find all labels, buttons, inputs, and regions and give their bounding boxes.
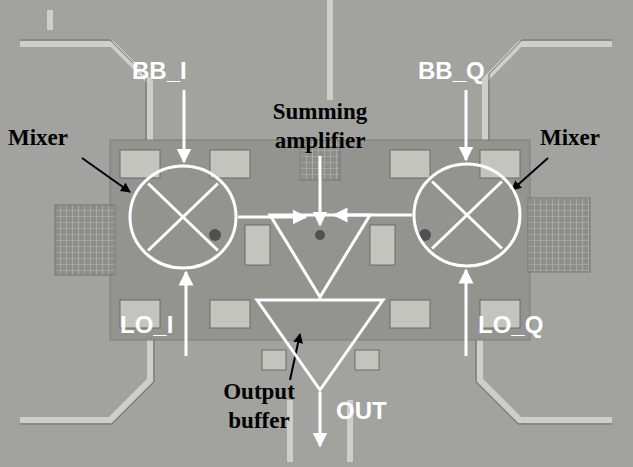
amplifier-triangle: Output buffer xyxy=(255,298,385,392)
part-heading: Mixer xyxy=(540,124,630,153)
signal-name: OUT xyxy=(336,398,387,424)
node-outline xyxy=(412,162,522,268)
mixer-circle: Mixer xyxy=(128,164,238,270)
signal-name: BB_Q xyxy=(418,58,485,84)
mixer-circle: Mixer xyxy=(412,162,522,268)
node-outline xyxy=(255,298,385,392)
signal-name: LO_I xyxy=(120,312,173,338)
signal-name: LO_Q xyxy=(478,312,543,338)
amplifier-triangle: Summing amplifier xyxy=(268,213,372,299)
node-outline xyxy=(268,213,372,299)
part-heading: Summing amplifier xyxy=(240,98,400,156)
part-heading: Output buffer xyxy=(214,378,304,436)
node-outline xyxy=(128,164,238,270)
part-heading: Mixer xyxy=(8,124,98,153)
signal-name: BB_I xyxy=(132,58,187,84)
